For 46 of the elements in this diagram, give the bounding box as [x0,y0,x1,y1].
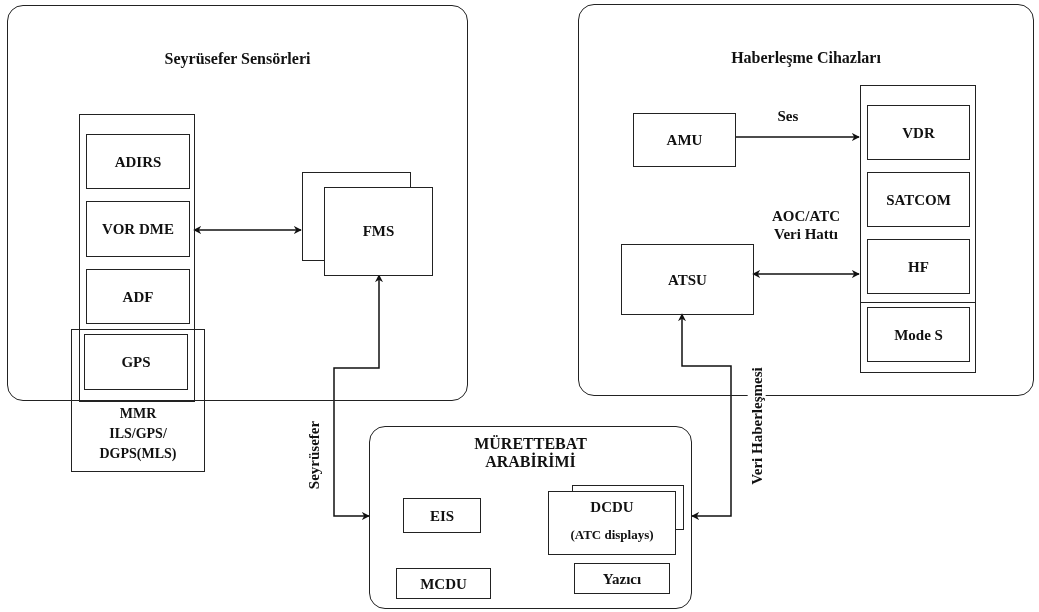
module-box [71,329,205,472]
box-label: VOR DME [101,220,175,238]
group-panel [369,426,692,609]
box-label: EIS [428,506,456,525]
box-label: Yazıcı [601,569,643,588]
box-label: (ATC displays) [569,526,655,544]
stack-frame [79,114,195,402]
group-heading: MÜRETTEBAT ARABİRİMİ [473,435,588,471]
group-heading: Seyrüsefer Sensörleri [163,50,312,68]
box-label: Mode S [893,325,944,344]
unit-box [403,498,481,533]
box-label: ADIRS [113,152,163,171]
edge-label: Veri Haberleşmesi [747,367,766,485]
unit-box [574,563,670,594]
unit-box [621,244,754,315]
unit-box [84,334,188,390]
unit-box [396,568,491,599]
box-label: VDR [901,123,936,142]
connector-arrow [734,133,860,141]
connector-arrow [678,313,732,520]
box-label: DCDU [589,498,635,516]
box-label: MCDU [419,574,468,593]
unit-box [633,113,736,167]
stacked-box [548,485,684,555]
unit-box [86,269,190,324]
unit-box [86,201,190,257]
box-label: AMU [665,131,704,149]
connector-arrow [193,226,302,234]
stack-frame [860,85,976,373]
unit-box [867,105,970,160]
box-label: MMR ILS/GPS/ DGPS(MLS) [98,405,178,463]
stacked-box [302,172,433,276]
box-label: ADF [121,287,155,306]
box-label: ATSU [667,270,708,289]
box-label: GPS [120,353,152,371]
unit-box [86,134,190,189]
box-label: HF [907,257,930,276]
group-panel [7,5,468,401]
group-heading: Haberleşme Cihazları [730,49,882,67]
connector-arrow [752,270,860,278]
unit-box [867,307,970,362]
box-label: SATCOM [885,190,952,209]
box-label: FMS [361,221,396,240]
connector-arrow [333,274,383,520]
unit-box [867,239,970,294]
unit-box [867,172,970,227]
